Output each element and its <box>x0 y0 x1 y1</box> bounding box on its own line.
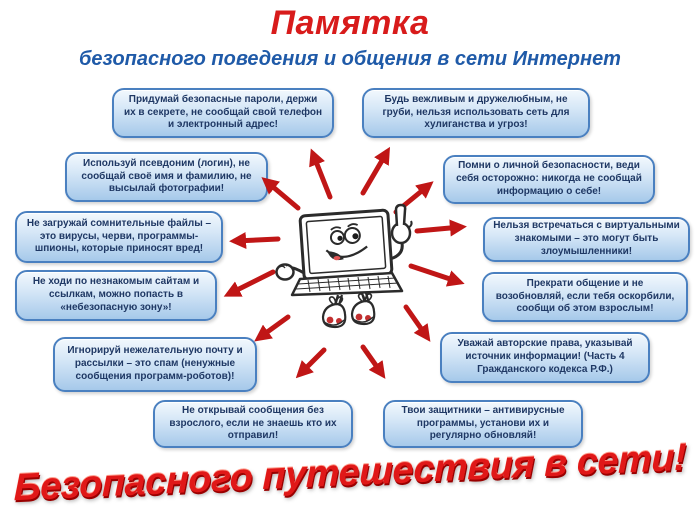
arrow-icon <box>295 347 327 379</box>
mascot-eye <box>343 226 361 244</box>
mascot-sneaker <box>321 296 347 329</box>
mascot-screen <box>298 208 394 282</box>
mascot-eye <box>329 230 345 246</box>
arrow-icon <box>261 177 301 211</box>
footer-banner: Безопасного путешествия в сети! <box>13 436 687 510</box>
tip-box-antivirus: Твои защитники – антивирусные программы,… <box>383 400 583 448</box>
arrow-icon <box>393 181 434 215</box>
tip-box-personal-safety: Помни о личной безопасности, веди себя о… <box>443 155 655 204</box>
tip-box-pseudonym: Используй псевдоним (логин), не сообщай … <box>65 152 268 202</box>
tip-box-passwords: Придумай безопасные пароли, держи их в с… <box>112 88 334 138</box>
arrow-icon <box>229 231 281 249</box>
arrow-icon <box>408 263 465 287</box>
mascot-sneaker <box>350 293 376 326</box>
arrow-icon <box>309 148 333 200</box>
mascot-tongue <box>333 255 341 261</box>
arrow-icon <box>223 269 276 297</box>
mascot-left-arm <box>287 266 305 275</box>
mascot-leg <box>360 292 371 304</box>
tip-box-unknown-messages: Не открывай сообщения без взрослого, есл… <box>153 400 353 448</box>
mascot-index-finger <box>394 203 407 227</box>
laptop-mascot <box>275 203 413 329</box>
mascot-smile <box>325 245 368 258</box>
mascot-right-hand <box>390 221 412 245</box>
tip-box-suspicious-files: Не загружай сомнительные файлы – это вир… <box>15 211 223 263</box>
mascot-eyebrow <box>347 223 359 228</box>
tip-box-spam: Игнорируй нежелательную почту и рассылки… <box>53 337 257 392</box>
arrow-icon <box>403 304 431 342</box>
tip-box-unknown-sites: Не ходи по незнакомым сайтам и ссылкам, … <box>15 270 217 321</box>
mascot-keyboard <box>290 271 404 297</box>
mascot-open-mouth <box>327 251 344 261</box>
arrow-icon <box>360 146 391 196</box>
arrow-icon <box>360 344 386 379</box>
tip-box-politeness: Будь вежливым и дружелюбным, не груби, н… <box>362 88 590 138</box>
mascot-eyebrow <box>330 226 342 231</box>
arrow-icon <box>254 314 291 342</box>
tip-box-copyright: Уважай авторские права, указывай источни… <box>440 332 650 383</box>
mascot-right-arm <box>389 242 404 261</box>
tip-box-no-meetings: Нельзя встречаться с виртуальными знаком… <box>483 217 690 262</box>
page-title: Памятка <box>270 4 430 42</box>
mascot-left-fist <box>275 263 295 281</box>
arrow-icon <box>414 219 467 237</box>
tip-box-stop-communication: Прекрати общение и не возобновляй, если … <box>482 272 688 322</box>
page-subtitle: безопасного поведения и общения в сети И… <box>79 48 621 70</box>
mascot-leg <box>333 294 344 306</box>
